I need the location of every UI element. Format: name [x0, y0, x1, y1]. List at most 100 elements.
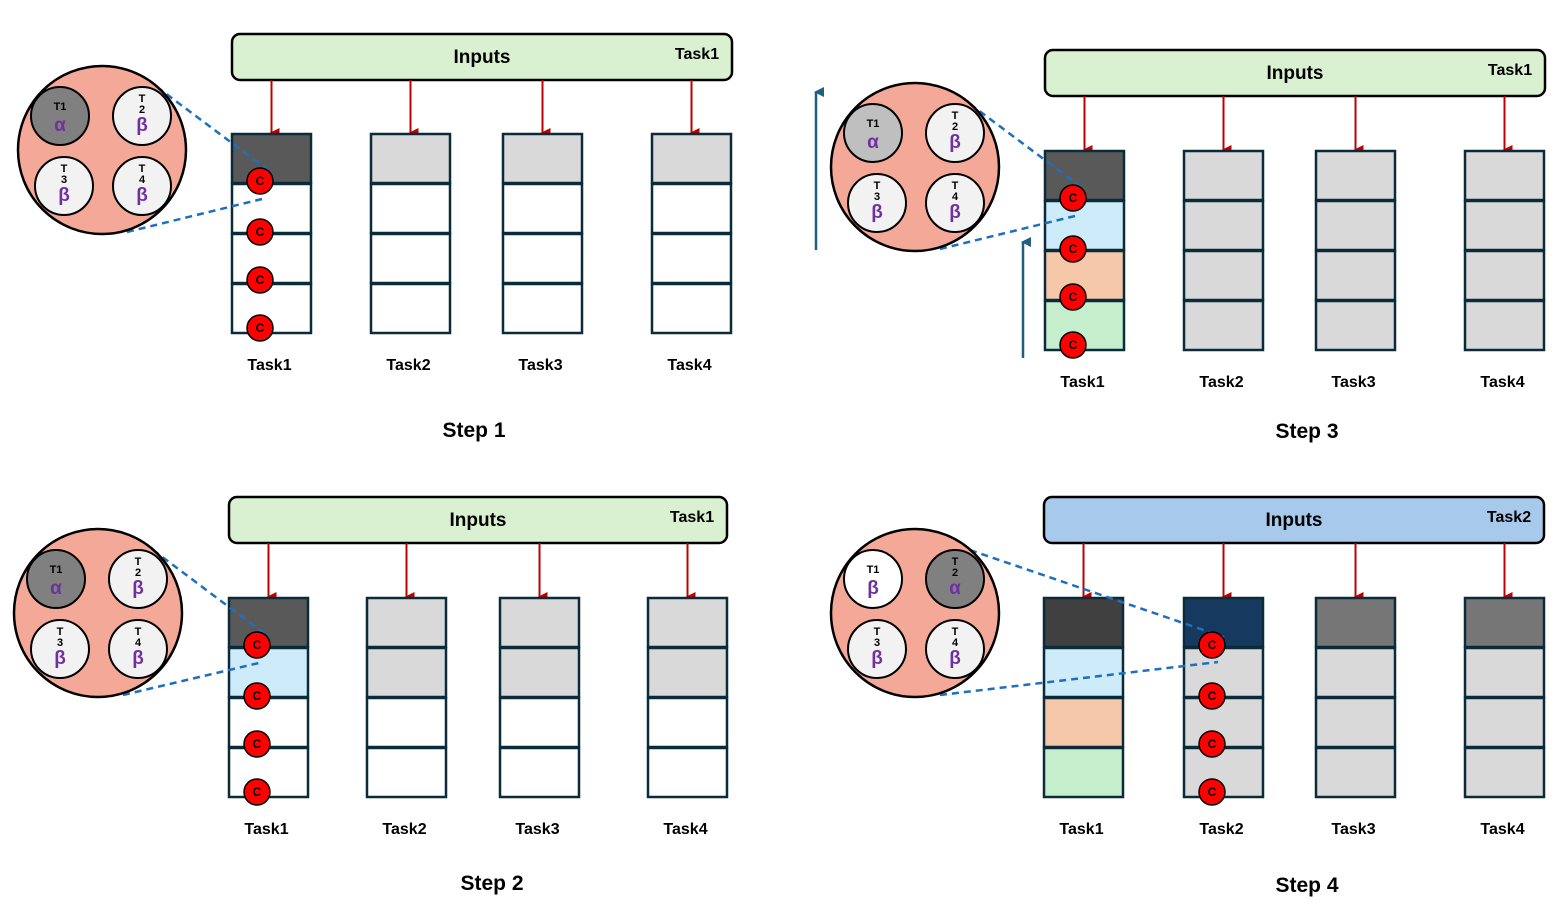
inputs-bar-task-tag: Task1: [1488, 62, 1532, 79]
task-node: [26, 549, 86, 609]
c-node-icon: [1059, 184, 1087, 212]
column-label: Task4: [1480, 374, 1524, 391]
inputs-bar: [1043, 48, 1547, 98]
greek-label: β: [58, 185, 70, 206]
memory-cell: [1463, 299, 1546, 352]
column-label: Task3: [1331, 374, 1375, 391]
c-node-icon: [246, 167, 274, 195]
greek-label: β: [132, 648, 144, 669]
memory-cell: [369, 232, 452, 285]
c-node-label: C: [253, 737, 262, 751]
greek-label: β: [949, 132, 961, 153]
memory-cell: [646, 696, 729, 749]
inputs-bar-task-tag: Task1: [675, 46, 719, 63]
memory-cell: [501, 232, 584, 285]
greek-label: β: [132, 578, 144, 599]
column-label: Task1: [1060, 374, 1104, 391]
memory-cell: [498, 646, 581, 699]
c-node-label: C: [256, 174, 265, 188]
task-node: [847, 173, 907, 233]
column-label: Task4: [667, 357, 711, 374]
c-node-label: C: [253, 785, 262, 799]
memory-cell: [1042, 696, 1125, 749]
memory-cell: [650, 132, 733, 185]
step-label: Step 2: [460, 872, 523, 895]
zoom-line-bottom: [939, 660, 1219, 697]
step-label: Step 4: [1275, 874, 1338, 897]
column-label: Task4: [663, 821, 707, 838]
memory-cell: [1042, 596, 1125, 649]
c-node-icon: [1059, 331, 1087, 359]
memory-cell: [1182, 299, 1265, 352]
memory-cell: [501, 182, 584, 235]
c-node-icon: [1198, 631, 1226, 659]
task-node: [843, 103, 903, 163]
c-node-icon: [1198, 730, 1226, 758]
column-label: Task2: [1199, 821, 1243, 838]
task-node: [30, 619, 90, 679]
greek-label: α: [949, 578, 961, 599]
task-node: [30, 86, 90, 146]
memory-cell: [1182, 149, 1265, 202]
task-node-label: T1: [867, 118, 880, 130]
c-node-label: C: [256, 273, 265, 287]
memory-cell: [1463, 746, 1546, 799]
memory-cell: [498, 596, 581, 649]
memory-cell: [1463, 199, 1546, 252]
task-node: [112, 156, 172, 216]
c-node-label: C: [253, 638, 262, 652]
greek-label: β: [871, 202, 883, 223]
task-node-label: T1: [50, 564, 63, 576]
task-node-label: T1: [54, 101, 67, 113]
greek-label: α: [867, 132, 879, 153]
memory-cell: [1042, 646, 1125, 699]
task-node: [34, 156, 94, 216]
c-node-label: C: [256, 225, 265, 239]
memory-cell: [1463, 596, 1546, 649]
c-node-icon: [1059, 283, 1087, 311]
column-label: Task3: [1331, 821, 1375, 838]
c-node-icon: [243, 778, 271, 806]
c-node-icon: [1198, 682, 1226, 710]
c-node-label: C: [253, 689, 262, 703]
memory-cell: [650, 182, 733, 235]
inputs-bar-task-tag: Task2: [1487, 509, 1531, 526]
inputs-bar: [230, 32, 734, 82]
memory-cell: [498, 746, 581, 799]
column-label: Task1: [244, 821, 288, 838]
zoom-line-top: [969, 548, 1225, 639]
greek-label: β: [136, 115, 148, 136]
task-node: [843, 549, 903, 609]
task-node: [108, 549, 168, 609]
greek-label: β: [949, 648, 961, 669]
memory-cell: [1463, 646, 1546, 699]
c-node-icon: [246, 266, 274, 294]
greek-label: α: [54, 115, 66, 136]
memory-cell: [1314, 199, 1397, 252]
task-node: [847, 619, 907, 679]
memory-cell: [646, 596, 729, 649]
c-node-label: C: [1069, 242, 1078, 256]
memory-cell: [369, 132, 452, 185]
column-label: Task1: [1059, 821, 1103, 838]
memory-cell: [1182, 199, 1265, 252]
task-node: [925, 619, 985, 679]
greek-label: β: [871, 648, 883, 669]
c-node-icon: [246, 218, 274, 246]
greek-label: β: [54, 648, 66, 669]
memory-cell: [1463, 149, 1546, 202]
greek-label: β: [136, 185, 148, 206]
inputs-bar-label: Inputs: [1266, 510, 1323, 531]
c-node-label: C: [1069, 290, 1078, 304]
